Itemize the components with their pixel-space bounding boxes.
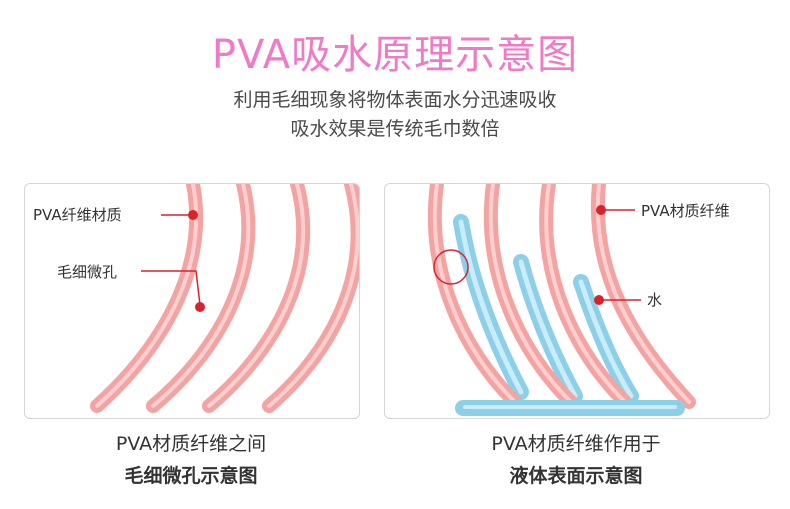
capillary-marker-dot: [195, 302, 205, 312]
capillary-diagram-panel: PVA纤维材质 毛细微孔: [24, 183, 360, 419]
fiber-strand: [202, 184, 311, 413]
fiber-strand-core: [267, 184, 359, 408]
caption-left: PVA材质纤维之间 毛细微孔示意图: [24, 428, 358, 492]
water-strand-core: [578, 279, 634, 399]
fiber-strand-core: [207, 184, 306, 408]
subtitle-line-1: 利用毛细现象将物体表面水分迅速吸收: [233, 89, 557, 111]
label-pva-fiber: PVA材质纤维: [641, 202, 730, 220]
label-water: 水: [647, 291, 663, 309]
label-pva-fiber: PVA纤维材质: [33, 206, 122, 224]
capillary-leader-line: [141, 270, 201, 306]
fiber-strand-core: [488, 184, 577, 408]
label-capillary-pore: 毛细微孔: [57, 263, 118, 281]
liquid-surface-highlight: [463, 405, 677, 409]
caption-left-line-2: 毛细微孔示意图: [124, 465, 258, 487]
caption-right: PVA材质纤维作用于 液体表面示意图: [384, 428, 768, 492]
page-title: PVA吸水原理示意图: [211, 32, 579, 78]
fiber-strand-core: [544, 184, 631, 408]
fiber-marker-dot: [188, 210, 198, 220]
caption-right-line-1: PVA材质纤维作用于: [491, 433, 661, 455]
page-subtitle: 利用毛细现象将物体表面水分迅速吸收 吸水效果是传统毛巾数倍: [0, 86, 790, 144]
fiber-marker-dot: [596, 205, 606, 215]
liquid-surface-diagram-panel: PVA材质纤维 水: [384, 183, 770, 419]
water-strand-core: [518, 259, 578, 399]
water-strand-core: [458, 219, 524, 395]
fiber-strand: [262, 184, 359, 413]
caption-right-line-2: 液体表面示意图: [509, 465, 643, 487]
caption-left-line-1: PVA材质纤维之间: [115, 433, 267, 455]
water-marker-dot: [594, 295, 604, 305]
capillary-diagram: [90, 184, 359, 413]
fiber-strand-core: [595, 184, 691, 404]
fiber-strand-core: [151, 184, 251, 408]
fiber-strand-core: [432, 184, 521, 408]
capillary-highlight-circle: [433, 249, 469, 285]
subtitle-line-2: 吸水效果是传统毛巾数倍: [290, 118, 500, 140]
liquid-surface-diagram: [427, 184, 696, 416]
